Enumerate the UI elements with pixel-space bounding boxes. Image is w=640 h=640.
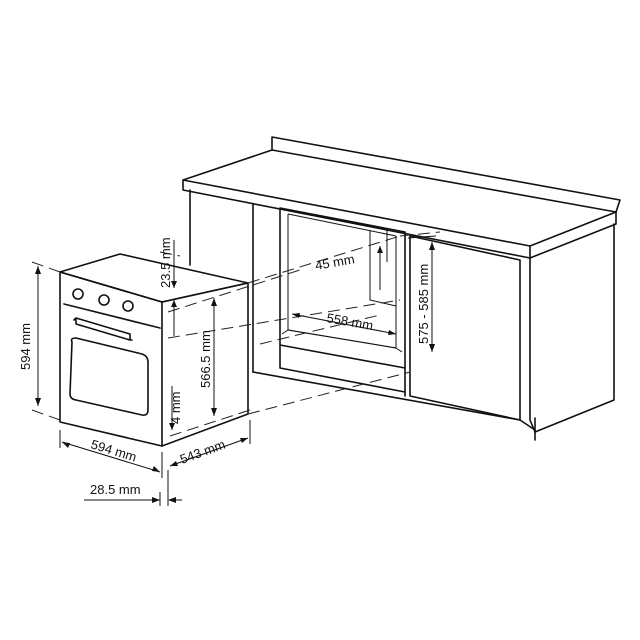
control-panel <box>63 303 161 329</box>
label-niche-offset: 45 mm <box>314 251 356 273</box>
label-panel-height: 23.5 mm <box>158 237 173 288</box>
door-window <box>69 337 149 416</box>
cabinet-right-side <box>529 223 615 433</box>
dimension-labels: 594 mm 594 mm 543 mm 28.5 mm 23.5 mm 566… <box>18 237 431 497</box>
dimension-lines <box>35 230 437 506</box>
label-panel-offset: 28.5 mm <box>90 482 141 497</box>
oven-side <box>161 282 249 447</box>
knob-right-icon <box>122 300 134 312</box>
label-niche-height: 575 - 585 mm <box>416 264 431 344</box>
projection-lines <box>31 231 441 437</box>
built-in-oven <box>59 253 249 447</box>
door-handle <box>73 317 133 341</box>
countertop-front-edge <box>182 179 531 259</box>
knob-middle-icon <box>98 294 110 306</box>
label-body-height: 566.5 mm <box>198 330 213 388</box>
label-bottom-offset: 4 mm <box>168 392 183 425</box>
knob-left-icon <box>72 288 84 300</box>
label-oven-depth: 543 mm <box>178 437 227 467</box>
label-niche-width: 558 mm <box>325 310 374 333</box>
kitchen-cabinet <box>182 136 621 441</box>
label-oven-height: 594 mm <box>18 323 33 370</box>
countertop-back-lip <box>271 136 621 213</box>
oven-top <box>59 253 249 303</box>
label-oven-width: 594 mm <box>89 437 138 465</box>
cabinet-plinth <box>252 371 536 441</box>
